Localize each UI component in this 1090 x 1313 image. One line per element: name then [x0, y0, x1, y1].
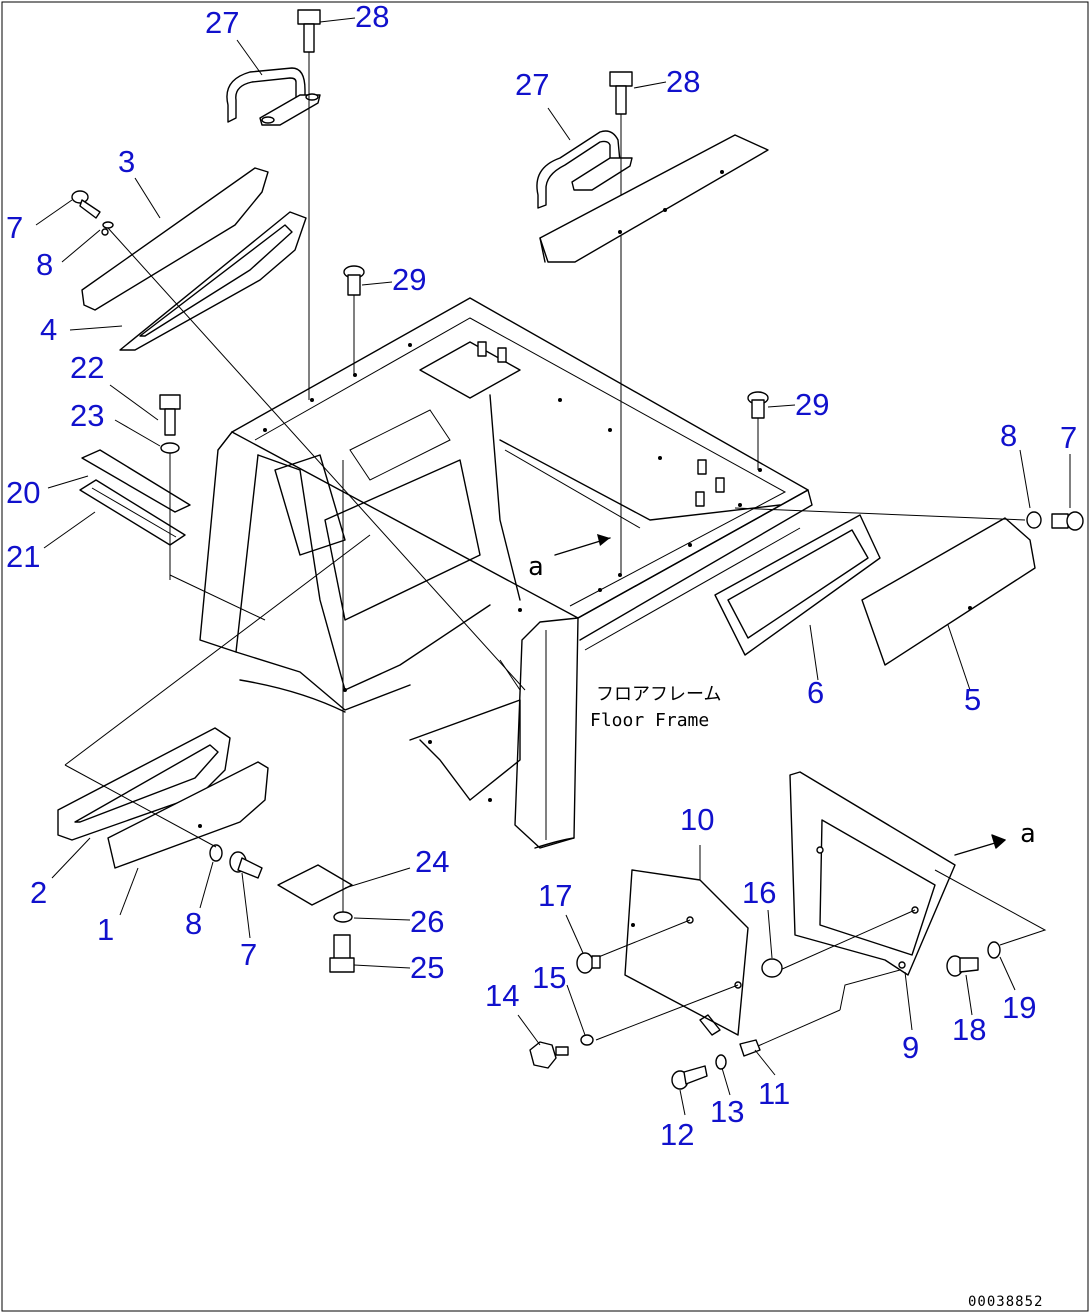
callout-labels: 27 28 27 28 3 7 8 4 29 29 22 23 20 21 8 … [6, 0, 1077, 1152]
handle-right [536, 130, 633, 209]
cover-plate-top [539, 134, 769, 263]
callout-10: 10 [680, 802, 714, 837]
cover-6 [714, 514, 881, 656]
bushing-16 [761, 958, 783, 978]
bolt-25 [329, 934, 355, 973]
floor-frame-note-en: Floor Frame [590, 710, 709, 731]
bar-21 [79, 479, 186, 546]
callout-1: 1 [97, 912, 114, 947]
arrow-a-frame [554, 534, 611, 556]
leader-lines [35, 17, 1071, 1116]
callout-14: 14 [485, 978, 519, 1013]
callout-17: 17 [538, 878, 572, 913]
floor-frame-note-jp: フロアフレーム [596, 684, 721, 705]
bolt-7-left-top [71, 190, 101, 219]
washer-23 [160, 442, 180, 454]
bolt-18 [946, 955, 979, 977]
bolt-7-right [1051, 511, 1084, 531]
callout-3: 3 [118, 144, 135, 179]
knob-17 [576, 952, 601, 974]
washer-8-right [1026, 511, 1042, 529]
bolt-28-right [609, 71, 633, 115]
callout-7-left-bottom: 7 [240, 937, 257, 972]
bolt-12 [671, 1065, 708, 1090]
callout-4: 4 [40, 312, 57, 347]
callout-11: 11 [758, 1076, 790, 1111]
callout-27-right: 27 [515, 67, 549, 102]
cover-3 [81, 167, 269, 311]
cover-10 [624, 869, 749, 1036]
callout-16: 16 [742, 875, 776, 910]
callout-9: 9 [902, 1030, 919, 1065]
callout-22: 22 [70, 350, 104, 385]
drawing-code: 00038852 [968, 1294, 1043, 1310]
ref-mark-panel: a [1020, 819, 1036, 849]
callout-12: 12 [660, 1117, 694, 1152]
callout-7-right: 7 [1060, 420, 1077, 455]
callout-5: 5 [964, 682, 981, 717]
callout-21: 21 [6, 539, 40, 574]
bolt-22 [159, 394, 181, 436]
plate-24 [277, 864, 353, 906]
callout-6: 6 [807, 675, 824, 710]
bar-20 [81, 449, 191, 513]
floor-frame [199, 297, 813, 849]
bolt-7-left-bottom [229, 851, 263, 879]
callout-25: 25 [410, 950, 444, 985]
callout-13: 13 [710, 1094, 744, 1129]
callout-20: 20 [6, 475, 40, 510]
callout-28-right: 28 [666, 64, 700, 99]
callout-15: 15 [532, 960, 566, 995]
callout-8-right: 8 [1000, 418, 1017, 453]
callout-26: 26 [410, 904, 444, 939]
washer-26 [333, 911, 353, 923]
washer-15 [580, 1034, 594, 1046]
pin-11 [739, 1039, 761, 1057]
arrow-a-right [954, 834, 1006, 856]
callout-19: 19 [1002, 990, 1036, 1025]
washer-13 [715, 1054, 727, 1070]
cover-5 [861, 517, 1036, 666]
callout-29-right: 29 [795, 387, 829, 422]
bolt-29-b [747, 391, 769, 419]
callout-7-left-top: 7 [6, 210, 23, 245]
callout-8-left-bottom: 8 [185, 906, 202, 941]
cover-1 [107, 761, 269, 869]
gasket-4 [119, 211, 307, 351]
callout-27-left: 27 [205, 5, 239, 40]
washer-19 [987, 941, 1001, 959]
washer-8-left-bottom [209, 844, 223, 862]
bolt-28-left [297, 9, 321, 53]
callout-23: 23 [70, 398, 104, 433]
knob-14 [529, 1041, 569, 1069]
bolt-29-a [343, 265, 365, 296]
callout-29-left: 29 [392, 262, 426, 297]
callout-8-left-top: 8 [36, 247, 53, 282]
panel-9 [789, 771, 1047, 976]
callout-24: 24 [415, 844, 449, 879]
washer-8-left-top [102, 221, 114, 229]
ref-mark-frame: a [528, 552, 544, 582]
callout-18: 18 [952, 1012, 986, 1047]
handle-left [226, 67, 321, 126]
callout-28-left: 28 [355, 0, 389, 34]
gasket-2 [57, 727, 231, 841]
callout-2: 2 [30, 875, 47, 910]
